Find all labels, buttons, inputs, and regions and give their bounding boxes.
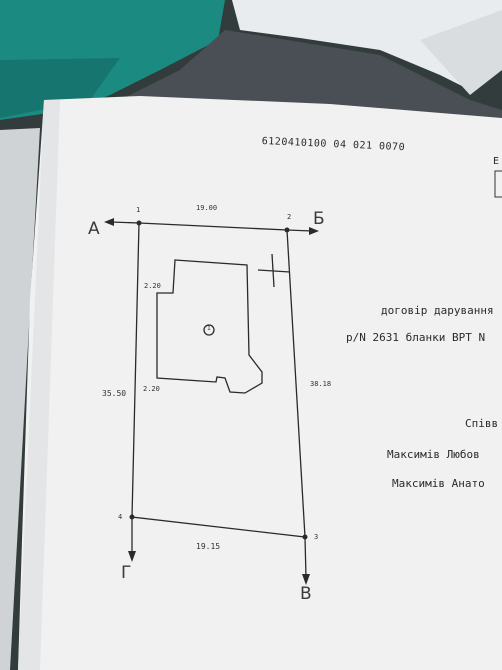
building-outline xyxy=(156,259,263,394)
owner-name-2: Максимів Анато xyxy=(392,477,485,490)
dimension-top: 19.00 xyxy=(196,204,218,212)
point-label-2: 2 xyxy=(287,213,292,221)
point-label-3: 3 xyxy=(314,533,319,541)
point-label-1: 1 xyxy=(136,206,141,214)
owner-name-1: Максимів Любов xyxy=(387,448,480,461)
corner-letter: Е xyxy=(493,156,500,167)
building-label: 1 xyxy=(207,325,211,332)
contract-text: договір дарування xyxy=(381,304,494,317)
dimension-inner-bottom: 2.20 xyxy=(143,385,160,393)
dimension-left: 35.50 xyxy=(102,389,127,398)
co-owners-heading: Співв xyxy=(465,417,499,430)
direction-a: А xyxy=(88,219,100,239)
direction-b: Б xyxy=(313,209,325,229)
plot-boundary xyxy=(131,222,306,538)
direction-g: Г xyxy=(121,563,132,583)
direction-v: В xyxy=(300,584,312,604)
registration-text: р/N 2631 бланки ВРТ N xyxy=(346,331,486,344)
dimension-right: 38.18 xyxy=(310,380,332,388)
dimension-bottom: 19.15 xyxy=(196,542,221,551)
dimension-inner-top: 2.20 xyxy=(144,282,161,290)
point-label-4: 4 xyxy=(118,513,123,521)
corner-box xyxy=(494,170,502,198)
